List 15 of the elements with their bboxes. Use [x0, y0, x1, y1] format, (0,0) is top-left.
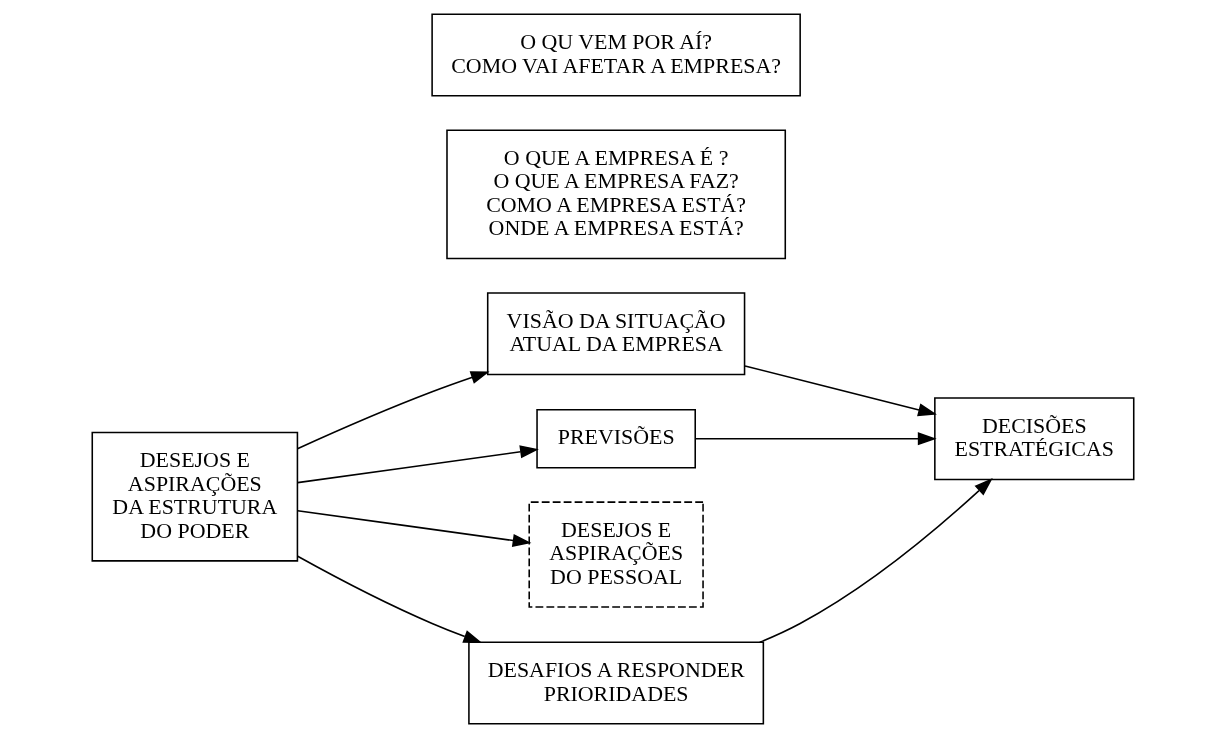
node-box: PREVISÕES — [535, 408, 696, 469]
arrow — [743, 365, 937, 417]
node-box: VISÃO DA SITUAÇÃO ATUAL DA EMPRESA — [486, 292, 745, 376]
arrow — [296, 555, 482, 643]
node-box: O QU VEM POR AÍ? COMO VAI AFETAR A EMPRESA? — [430, 13, 801, 97]
arrow — [296, 445, 539, 484]
node-box: DECISÕES ESTRATÉGICAS — [933, 397, 1135, 481]
arrow — [694, 432, 937, 446]
node-box: O QUE A EMPRESA É ? O QUE A EMPRESA FAZ? COMO A EMPRESA ESTÁ? ONDE A EMPRESA ESTÁ? — [445, 129, 786, 260]
node-box: DESEJOS E ASPIRAÇÕES DA ESTRUTURA DO PODER — [90, 431, 298, 562]
arrow — [296, 371, 490, 450]
arrow — [296, 509, 531, 547]
arrow — [758, 477, 993, 644]
node-box: DESAFIOS A RESPONDER PRIORIDADES — [467, 641, 764, 725]
node-box: DESEJOS E ASPIRAÇÕES DO PESSOAL — [527, 501, 704, 608]
